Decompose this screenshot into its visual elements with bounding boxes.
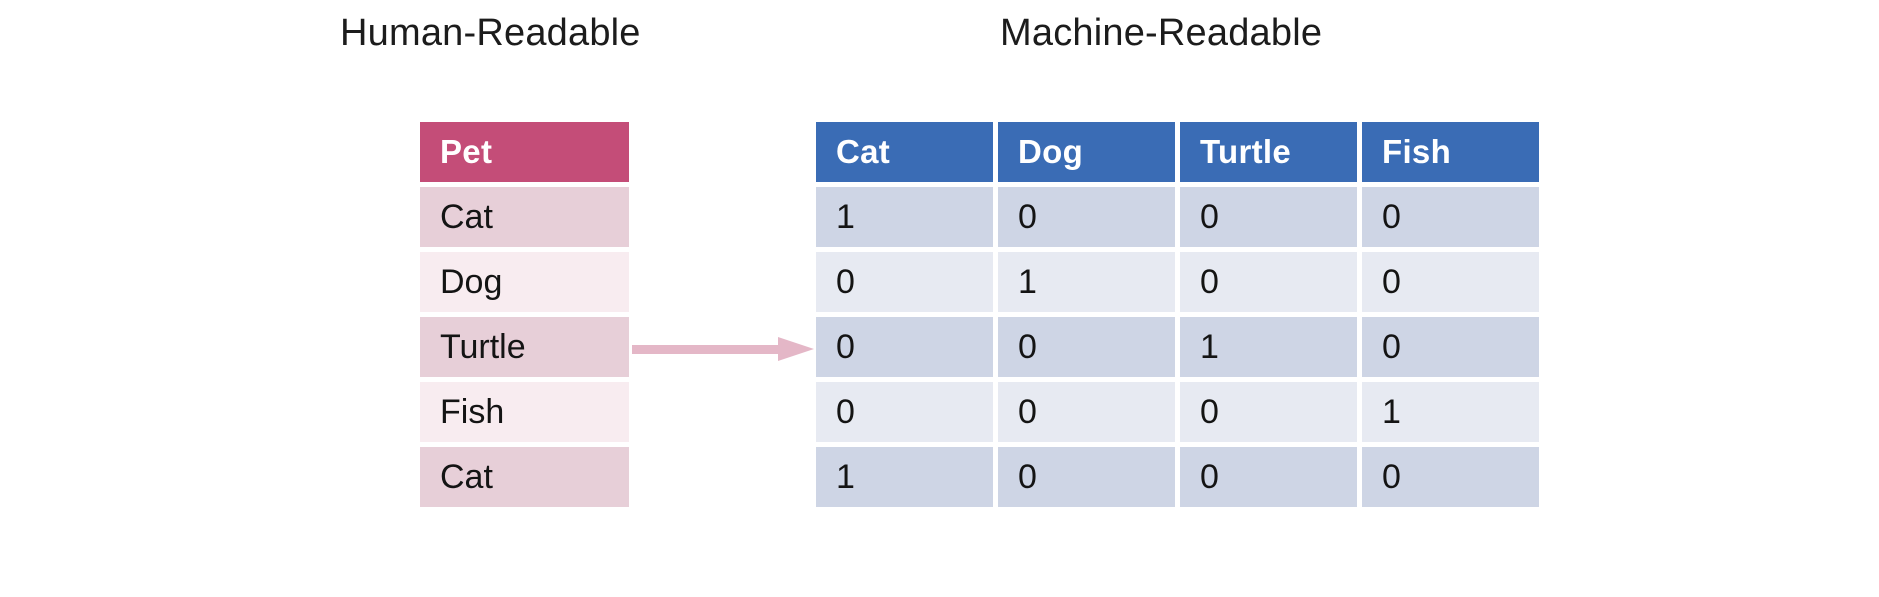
table-row: Dog	[420, 252, 629, 312]
machine-cell: 1	[816, 447, 993, 507]
human-cell-pet: Cat	[420, 447, 629, 507]
machine-cell: 1	[998, 252, 1175, 312]
machine-cell: 0	[1362, 187, 1539, 247]
table-row: Fish	[420, 382, 629, 442]
machine-cell: 0	[1180, 252, 1357, 312]
machine-cell: 1	[816, 187, 993, 247]
human-cell-pet: Fish	[420, 382, 629, 442]
human-readable-table: Pet Cat Dog Turtle Fish Cat	[420, 122, 629, 507]
machine-readable-table: Cat Dog Turtle Fish 1 0 0 0 0 1 0 0 0 0 …	[816, 122, 1539, 507]
table-header-row: Pet	[420, 122, 629, 182]
human-cell-pet: Turtle	[420, 317, 629, 377]
arrow-shaft	[632, 345, 780, 354]
human-cell-pet: Dog	[420, 252, 629, 312]
human-cell-pet: Cat	[420, 187, 629, 247]
table-row: 1 0 0 0	[816, 187, 1539, 247]
machine-column-header-fish: Fish	[1362, 122, 1539, 182]
machine-cell: 1	[1362, 382, 1539, 442]
human-readable-title: Human-Readable	[340, 12, 641, 54]
machine-cell: 0	[1180, 187, 1357, 247]
machine-cell: 1	[1180, 317, 1357, 377]
machine-cell: 0	[998, 447, 1175, 507]
machine-readable-title: Machine-Readable	[1000, 12, 1323, 54]
table-row: Turtle	[420, 317, 629, 377]
machine-cell: 0	[1180, 447, 1357, 507]
arrow-head	[778, 337, 814, 361]
machine-cell: 0	[998, 317, 1175, 377]
machine-cell: 0	[816, 382, 993, 442]
machine-cell: 0	[1362, 447, 1539, 507]
transform-arrow-icon	[632, 337, 814, 361]
table-header-row: Cat Dog Turtle Fish	[816, 122, 1539, 182]
table-row: 0 0 0 1	[816, 382, 1539, 442]
machine-cell: 0	[1180, 382, 1357, 442]
machine-cell: 0	[998, 187, 1175, 247]
machine-column-header-turtle: Turtle	[1180, 122, 1357, 182]
table-row: Cat	[420, 187, 629, 247]
table-row: 0 0 1 0	[816, 317, 1539, 377]
machine-column-header-dog: Dog	[998, 122, 1175, 182]
machine-cell: 0	[816, 252, 993, 312]
table-row: Cat	[420, 447, 629, 507]
machine-cell: 0	[816, 317, 993, 377]
table-row: 0 1 0 0	[816, 252, 1539, 312]
machine-cell: 0	[1362, 317, 1539, 377]
machine-cell: 0	[1362, 252, 1539, 312]
machine-cell: 0	[998, 382, 1175, 442]
human-column-header-pet: Pet	[420, 122, 629, 182]
table-row: 1 0 0 0	[816, 447, 1539, 507]
machine-column-header-cat: Cat	[816, 122, 993, 182]
